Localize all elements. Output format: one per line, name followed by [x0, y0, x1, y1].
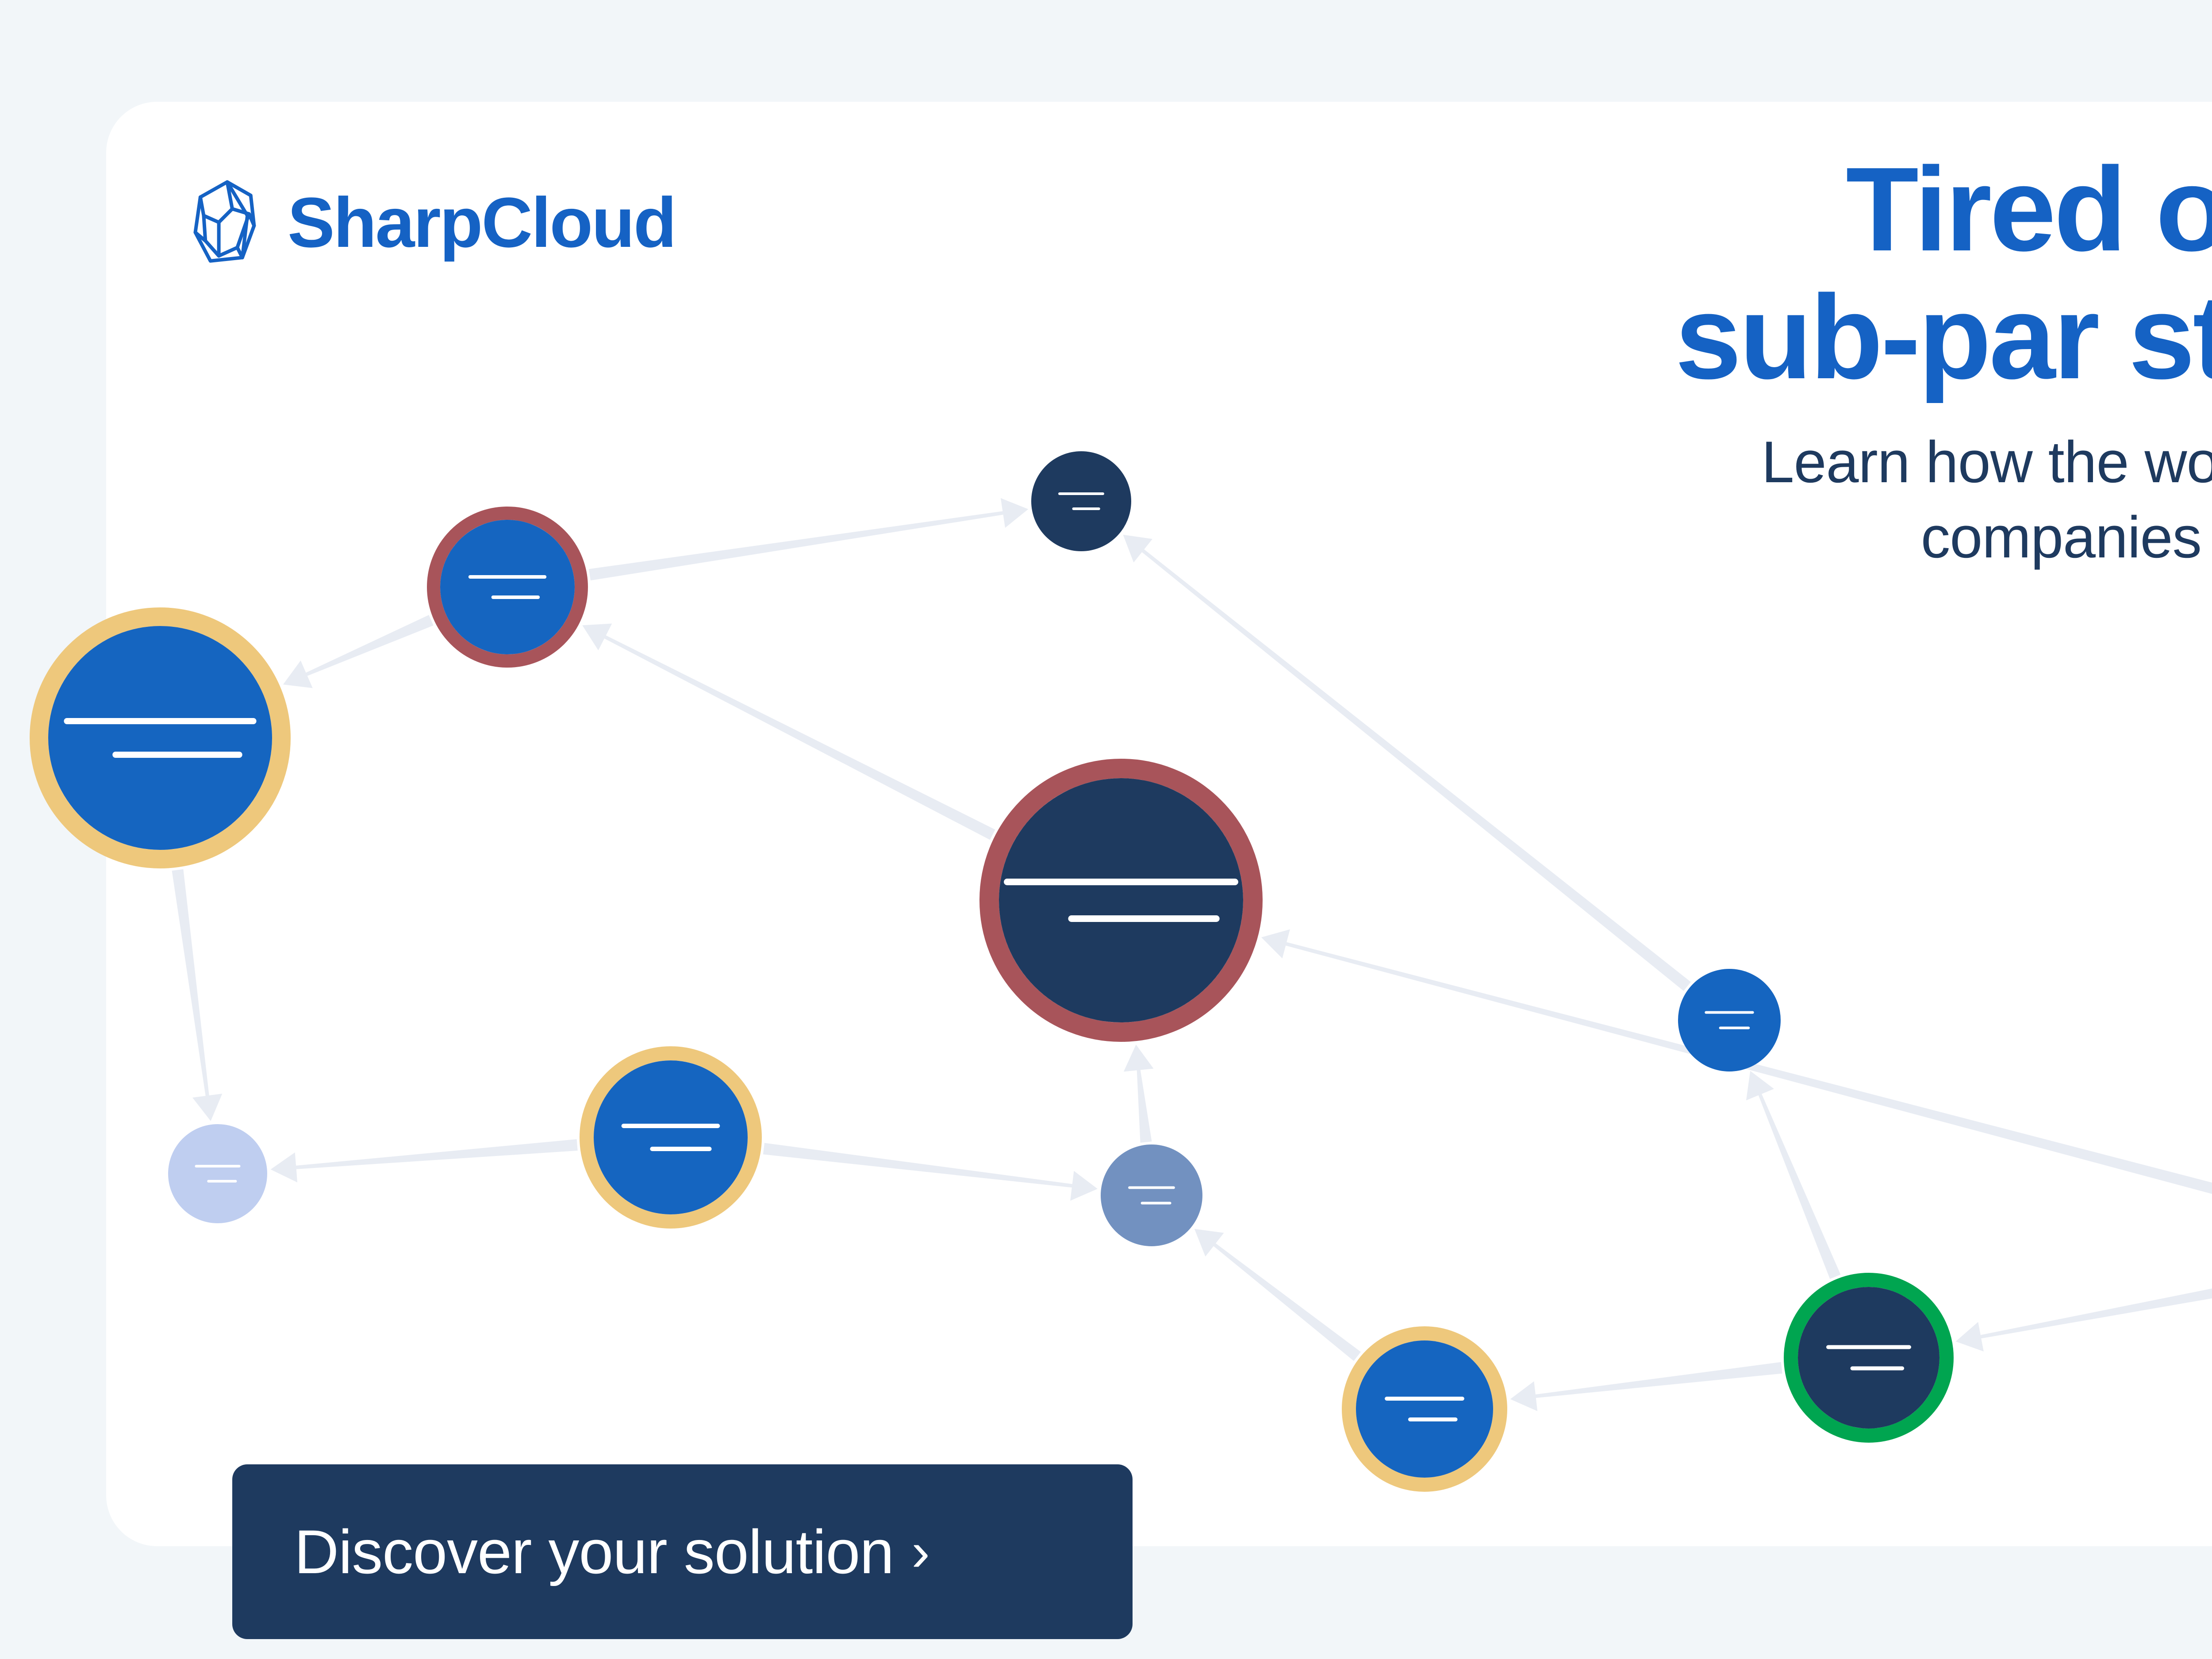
subhead-line-1: Learn how the world’s most innovative: [1761, 429, 2212, 495]
hero-text-block: Tired of building sub-par strategies? Le…: [1237, 146, 2212, 575]
discover-your-solution-button[interactable]: Discover your solution ›: [232, 1464, 1133, 1639]
chevron-right-icon: ›: [911, 1521, 930, 1582]
subhead-line-2: companies build their roadmaps: [1920, 505, 2212, 571]
dodecahedron-logo-icon: [193, 180, 256, 263]
hero-subtitle: Learn how the world’s most innovative co…: [1237, 425, 2212, 575]
cta-label: Discover your solution: [294, 1517, 894, 1586]
brand-logo[interactable]: SharpCloud: [190, 177, 677, 268]
brand-wordmark: SharpCloud: [288, 182, 677, 262]
headline-line-1: Tired of building: [1846, 143, 2212, 276]
headline-line-2: sub-par strategies?: [1675, 270, 2212, 404]
page-title: Tired of building sub-par strategies?: [1237, 146, 2212, 402]
